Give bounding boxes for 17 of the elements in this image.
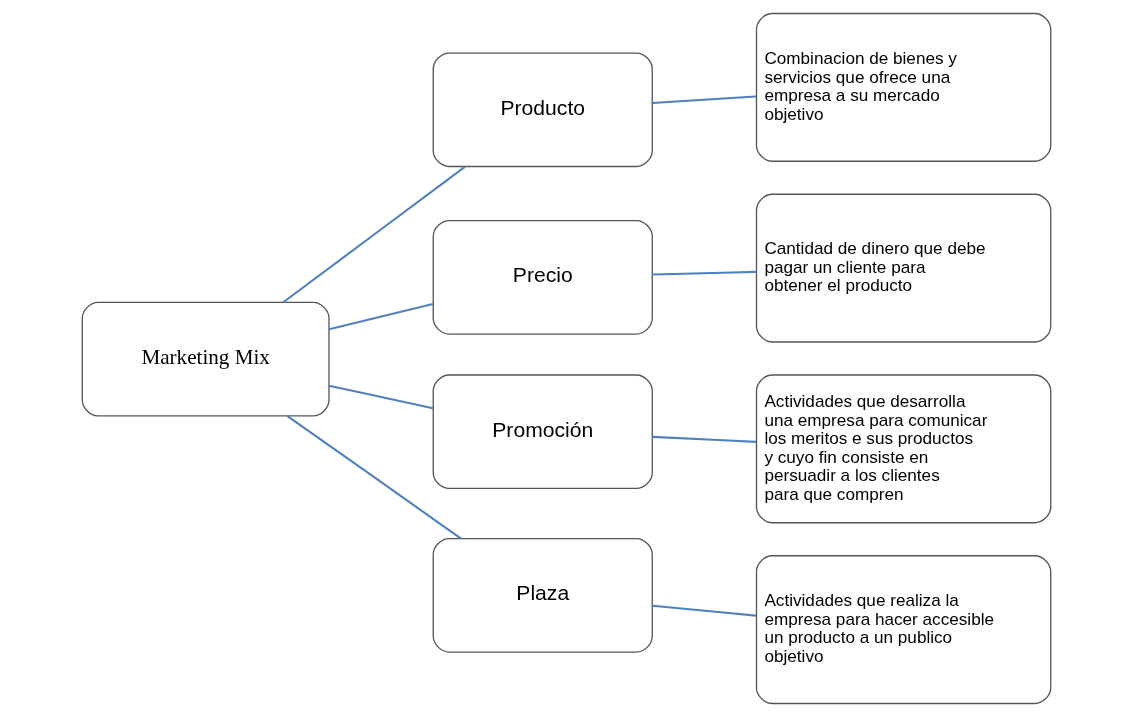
node-box: Cantidad de dinero que debe pagar un cliente para obtener el producto — [755, 193, 1052, 343]
connector — [282, 166, 466, 304]
connector — [652, 95, 756, 105]
node-box: Precio — [432, 219, 653, 335]
connector — [328, 302, 434, 331]
node-box: Actividades que desarrolla una empresa para comunicar los meritos e sus productos y cuyo fin consiste en persuadir a los clientes para que compren — [755, 374, 1052, 524]
node-box: Promoción — [432, 374, 653, 490]
node-box: Actividades que realiza la empresa para hacer accesible un producto a un publico objetivo — [755, 555, 1052, 705]
connector — [652, 604, 756, 617]
node-box: Plaza — [432, 537, 653, 653]
connector — [652, 435, 756, 443]
node-box: Marketing Mix — [81, 301, 330, 417]
connector — [652, 270, 756, 276]
connector — [328, 384, 434, 410]
connector — [286, 415, 462, 540]
node-box: Producto — [432, 52, 653, 168]
node-box: Combinacion de bienes y servicios que ofrece una empresa a su mercado objetivo — [755, 12, 1052, 162]
